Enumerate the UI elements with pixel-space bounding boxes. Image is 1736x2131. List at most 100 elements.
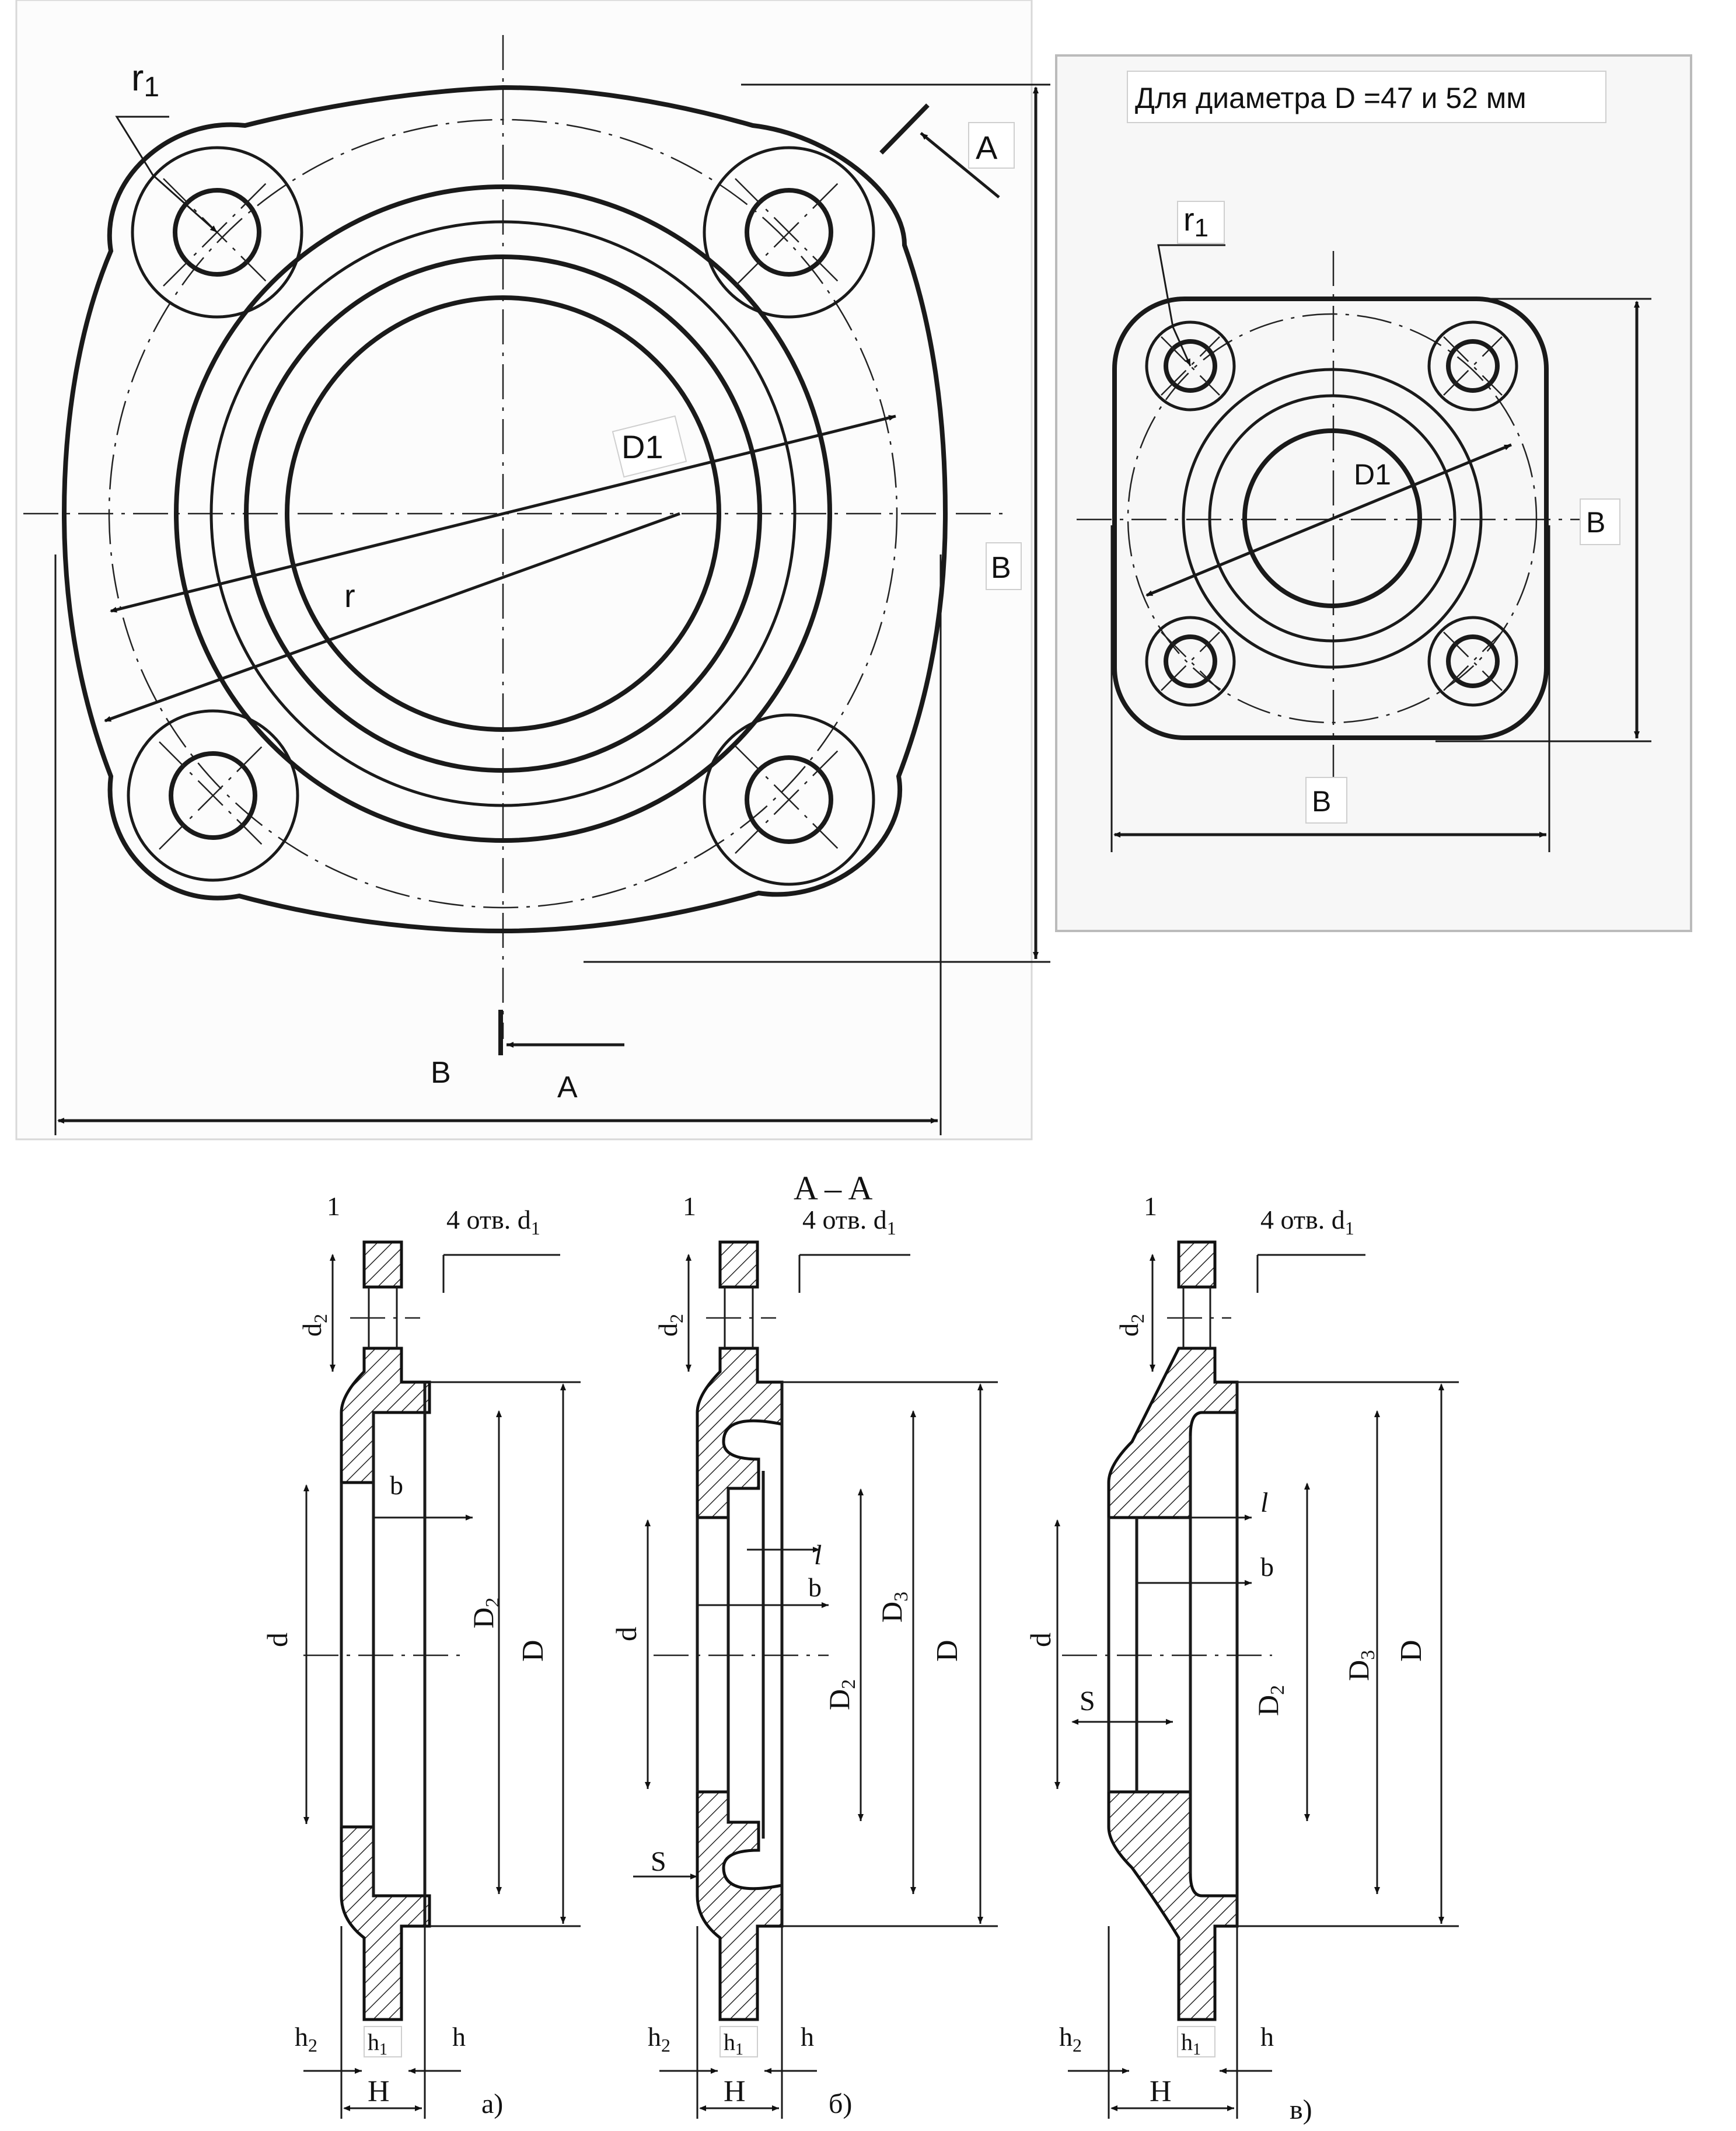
sq-r1-label: r1: [1183, 201, 1208, 242]
d1-dimension-line: [110, 414, 896, 613]
svg-text:d: d: [610, 1627, 642, 1641]
a-caption: а): [481, 2088, 503, 2119]
section-a-label-top: A: [976, 129, 998, 166]
r-label: r: [344, 577, 355, 614]
square-flange-outline: [1112, 297, 1549, 740]
a-label-h: h: [452, 2022, 466, 2052]
bolt-hole-tl: [131, 146, 303, 319]
b-label-D3: D3: [875, 1592, 912, 1623]
section-variant-b: 1 4 отв. d1 d2 l b d D2 D3 D S h2 h1 h H…: [610, 1191, 998, 2119]
c-label-h: h: [1260, 2022, 1274, 2052]
sq-d1-label: D1: [1354, 458, 1391, 491]
sq-bolt-hole-bl: [1145, 616, 1236, 707]
c-label-h1: h1: [1181, 2029, 1201, 2059]
c-label-H: H: [1150, 2075, 1172, 2108]
sq-b-vertical-label: B: [1586, 506, 1605, 539]
d1-label: D1: [621, 428, 663, 465]
c-label-D2: D2: [1252, 1685, 1288, 1716]
a-label-holes: 4 отв. d1: [446, 1205, 540, 1239]
c-label-S: S: [1080, 1686, 1095, 1717]
a-upper-lug: [362, 1240, 403, 1289]
a-upper-body: [340, 1347, 431, 1484]
r-dimension-line: [104, 512, 680, 723]
c-label-b: b: [1260, 1552, 1274, 1582]
a-lower-body: [340, 1825, 431, 2021]
svg-text:D: D: [516, 1640, 550, 1662]
section-variant-c: 1 4 отв. d1 d2 l b d S D2 D3 D h2 h1 h H…: [1024, 1191, 1459, 2125]
section-variant-a: 1 4 отв. d1 d2 b d D2 D h2 h1 h H а): [261, 1191, 581, 2119]
b-label-b: b: [808, 1572, 822, 1602]
svg-text:d2: d2: [1114, 1314, 1148, 1337]
b-label-D2: D2: [823, 1679, 860, 1710]
svg-text:D: D: [931, 1640, 964, 1662]
c-label-l: l: [1260, 1487, 1268, 1518]
section-arrow-top: [920, 132, 1000, 198]
b-caption: б): [829, 2088, 852, 2119]
c-caption: в): [1290, 2094, 1312, 2125]
a-label-d2: d2: [297, 1314, 331, 1337]
sheet-border-right: [1055, 54, 1692, 932]
section-mark-top: [879, 103, 930, 155]
b-label-d2: d2: [653, 1314, 687, 1337]
svg-text:D3: D3: [1342, 1650, 1379, 1681]
a-label-h1: h1: [368, 2029, 387, 2059]
sq-bolt-hole-br: [1427, 616, 1518, 707]
sq-bolt-circle: [1127, 313, 1538, 724]
svg-text:D: D: [1395, 1640, 1428, 1662]
b-upper-lug: [718, 1240, 759, 1289]
b-upper-body: [696, 1347, 784, 1519]
c-label-1: 1: [1144, 1191, 1157, 1221]
c-label-D: D: [1395, 1640, 1428, 1662]
b-label-h: h: [801, 2022, 814, 2052]
b-label-l: l: [814, 1540, 822, 1571]
b-lower-body: [696, 1790, 784, 2021]
svg-text:d: d: [1024, 1633, 1057, 1647]
svg-text:D2: D2: [1252, 1685, 1288, 1716]
c-label-holes: 4 отв. d1: [1260, 1205, 1354, 1239]
a-label-D: D: [516, 1640, 550, 1662]
c-label-d: d: [1024, 1633, 1057, 1647]
a-label-H: H: [368, 2075, 390, 2108]
svg-text:d2: d2: [653, 1314, 687, 1337]
c-label-D3: D3: [1342, 1650, 1379, 1681]
section-a-label-bottom: A: [557, 1070, 578, 1104]
b-label-holes: 4 отв. d1: [802, 1205, 896, 1239]
square-view-title: Для диаметра D =47 и 52 мм: [1135, 82, 1527, 114]
r1-label: r1: [131, 57, 159, 103]
svg-text:d: d: [261, 1633, 294, 1647]
c-upper-body: [1107, 1347, 1239, 1519]
sq-bolt-hole-tl: [1145, 320, 1236, 411]
b-label-h1: h1: [724, 2029, 743, 2059]
sq-d1-dimension: [1145, 443, 1512, 597]
b-label-d: d: [610, 1627, 642, 1641]
b-bottom-label: B: [431, 1056, 451, 1090]
sq-b-horizontal-label: B: [1312, 785, 1331, 818]
svg-text:D3: D3: [875, 1592, 912, 1623]
r1-leader: [115, 116, 218, 233]
sq-r1-leader: [1157, 244, 1225, 367]
round-flange-view: r1 D1 r A A B B: [15, 0, 1050, 1141]
bolt-circle: [108, 118, 898, 909]
section-title: A – A: [794, 1169, 872, 1207]
bolt-hole-bl: [127, 709, 299, 882]
bolt-hole-tr: [703, 146, 875, 319]
b-vertical-label: B: [991, 551, 1011, 585]
c-lower-body: [1107, 1790, 1239, 2021]
b-label-h2: h2: [648, 2022, 670, 2056]
a-label-b: b: [390, 1470, 403, 1500]
b-label-D: D: [931, 1640, 964, 1662]
b-label-H: H: [724, 2075, 746, 2108]
square-flange-view: Для диаметра D =47 и 52 мм r1 D1: [1055, 54, 1692, 932]
a-label-h2: h2: [295, 2022, 317, 2056]
a-label-d: d: [261, 1633, 294, 1647]
svg-text:d2: d2: [297, 1314, 331, 1337]
c-label-d2: d2: [1114, 1314, 1148, 1337]
bolt-hole-br: [703, 713, 875, 886]
svg-text:D2: D2: [823, 1679, 860, 1710]
c-upper-lug: [1177, 1240, 1217, 1289]
c-label-h2: h2: [1059, 2022, 1082, 2056]
a-label-1: 1: [327, 1191, 340, 1221]
flange-outer-contour: [61, 85, 948, 934]
sq-bolt-hole-tr: [1427, 320, 1518, 411]
